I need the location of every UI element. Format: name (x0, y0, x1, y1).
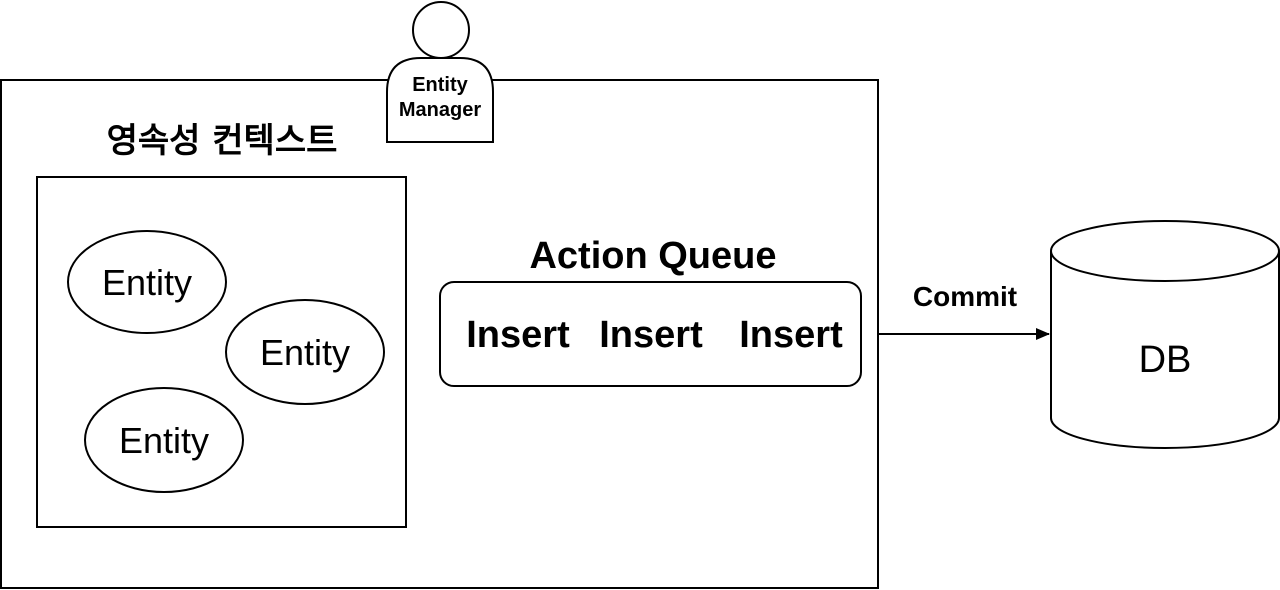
entity-manager-label-line1: Entity (412, 74, 468, 96)
action-queue-box (439, 281, 862, 387)
commit-label: Commit (913, 281, 1017, 312)
entity-label: Entity (119, 420, 209, 461)
queue-item: Insert (466, 314, 570, 356)
entity-label: Entity (102, 262, 192, 303)
entity-node: Entity (84, 387, 244, 493)
database-cylinder: DB (1050, 220, 1280, 449)
entity-label: Entity (260, 332, 350, 373)
entity-manager-actor-icon: Entity Manager (386, 1, 494, 143)
entity-manager-label-line2: Manager (399, 99, 481, 121)
action-queue-title: Action Queue (529, 235, 776, 277)
persistence-context-title: 영속성 컨텍스트 (107, 121, 338, 161)
queue-item: Insert (599, 314, 703, 356)
entity-node: Entity (225, 299, 385, 405)
entity-node: Entity (67, 230, 227, 334)
queue-item: Insert (739, 314, 843, 356)
database-label: DB (1139, 339, 1192, 381)
